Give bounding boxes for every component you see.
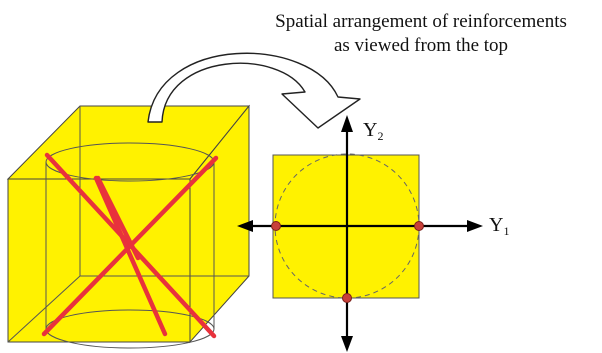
figure-caption: Spatial arrangement of reinforcements as… — [240, 10, 602, 58]
axis-y1-arrow-right — [467, 220, 483, 232]
axis-y2 — [341, 115, 353, 352]
axis-label-y1-main: Y — [489, 214, 504, 236]
axis-y1 — [237, 220, 483, 232]
axis-y1-arrow-left — [237, 220, 253, 232]
reinforcements — [41, 152, 219, 339]
caption-line-2: as viewed from the top — [333, 35, 509, 56]
axis-label-y2: Y2 — [363, 120, 383, 146]
reinforcement-bar-3 — [93, 175, 168, 337]
top-view — [237, 115, 483, 352]
axis-y2-arrow-bottom — [341, 336, 353, 352]
reinforcement-bar-4 — [95, 175, 141, 261]
axis-label-y1-sub: 1 — [503, 224, 510, 238]
curved-arrow-icon — [147, 52, 361, 129]
axis-label-y1: Y1 — [489, 215, 509, 241]
marker-bottom — [342, 293, 352, 303]
axis-label-y2-main: Y — [363, 119, 378, 141]
axis-label-y2-sub: 2 — [377, 129, 384, 143]
marker-right — [414, 221, 424, 231]
marker-left — [271, 221, 281, 231]
axis-y2-arrow-top — [341, 115, 353, 132]
caption-line-1: Spatial arrangement of reinforcements — [275, 11, 567, 32]
reinforcement-markers — [271, 221, 424, 303]
cube-3d — [6, 104, 251, 349]
